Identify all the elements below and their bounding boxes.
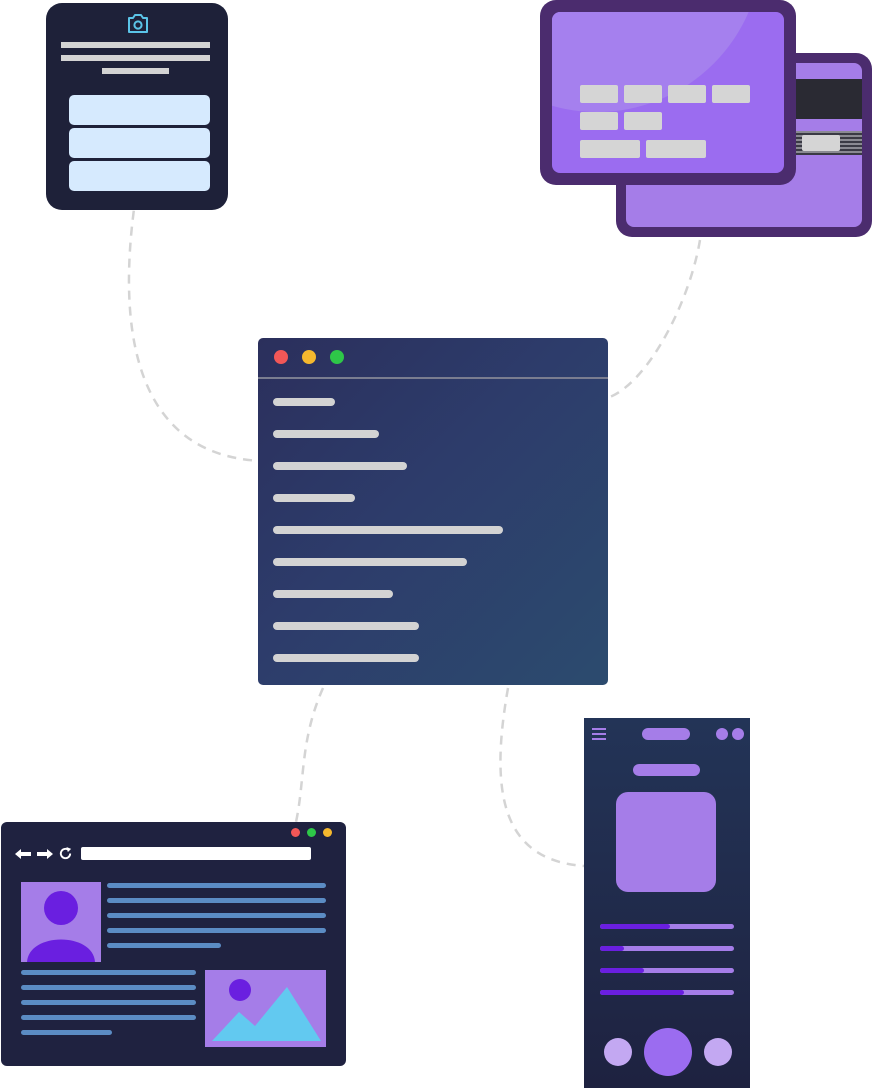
credit-card-front bbox=[540, 0, 796, 185]
close-dot[interactable] bbox=[291, 828, 300, 837]
input-field[interactable] bbox=[69, 128, 210, 158]
card-holder-block bbox=[580, 140, 640, 158]
next-button[interactable] bbox=[704, 1038, 732, 1066]
browser-window bbox=[1, 822, 346, 1066]
camera-icon[interactable] bbox=[126, 13, 150, 34]
text-line bbox=[21, 1015, 196, 1020]
card-number-block bbox=[580, 112, 618, 130]
play-button[interactable] bbox=[644, 1028, 692, 1076]
media-placeholder bbox=[616, 792, 716, 892]
placeholder-text-line bbox=[61, 55, 210, 61]
connector-code-to-phone bbox=[499, 687, 585, 868]
progress-track bbox=[600, 968, 734, 973]
code-line bbox=[273, 462, 407, 470]
progress-track bbox=[600, 990, 734, 995]
hamburger-menu-icon[interactable] bbox=[592, 728, 606, 740]
cvv-box bbox=[802, 135, 840, 151]
back-arrow-icon[interactable] bbox=[14, 848, 32, 860]
maximize-dot[interactable] bbox=[330, 350, 344, 364]
mobile-phone bbox=[584, 718, 750, 1088]
address-bar[interactable] bbox=[81, 847, 311, 860]
user-icon bbox=[27, 891, 95, 962]
connector-cards-to-code bbox=[609, 239, 702, 399]
progress-fill bbox=[600, 924, 670, 929]
card-number-block bbox=[580, 85, 618, 103]
code-line bbox=[273, 526, 503, 534]
text-line bbox=[107, 898, 326, 903]
text-line bbox=[21, 985, 196, 990]
code-editor-window bbox=[258, 338, 608, 685]
header-dot[interactable] bbox=[716, 728, 728, 740]
maximize-dot[interactable] bbox=[307, 828, 316, 837]
progress-fill bbox=[600, 968, 645, 973]
refresh-icon[interactable] bbox=[58, 846, 73, 861]
connector-code-to-browser bbox=[294, 687, 325, 823]
image-thumbnail bbox=[205, 970, 326, 1047]
placeholder-text-line bbox=[61, 42, 210, 48]
card-number-block bbox=[712, 85, 750, 103]
code-line bbox=[273, 494, 355, 502]
progress-fill bbox=[600, 990, 685, 995]
connector-login-to-code bbox=[127, 194, 263, 463]
placeholder-text-line bbox=[102, 68, 169, 74]
text-line bbox=[107, 913, 326, 918]
progress-track bbox=[600, 946, 734, 951]
code-line bbox=[273, 622, 419, 630]
forward-arrow-icon[interactable] bbox=[36, 848, 54, 860]
subtitle-pill bbox=[633, 764, 700, 776]
code-line bbox=[273, 398, 335, 406]
text-line bbox=[21, 1030, 112, 1035]
text-line bbox=[21, 970, 196, 975]
card-number-block bbox=[624, 85, 662, 103]
card-number-block bbox=[668, 85, 706, 103]
card-expiry-block bbox=[646, 140, 706, 158]
input-field[interactable] bbox=[69, 95, 210, 125]
header-title-pill bbox=[642, 728, 690, 740]
title-bar-divider bbox=[258, 377, 608, 379]
header-dot[interactable] bbox=[732, 728, 744, 740]
login-card bbox=[46, 3, 228, 210]
text-line bbox=[21, 1000, 196, 1005]
card-number-block bbox=[624, 112, 662, 130]
avatar bbox=[21, 882, 101, 962]
text-line bbox=[107, 883, 326, 888]
text-line bbox=[107, 928, 326, 933]
progress-track bbox=[600, 924, 734, 929]
image-icon bbox=[212, 979, 321, 1041]
text-line bbox=[107, 943, 221, 948]
minimize-dot[interactable] bbox=[323, 828, 332, 837]
code-line bbox=[273, 430, 379, 438]
code-line bbox=[273, 590, 393, 598]
code-line bbox=[273, 558, 467, 566]
code-line bbox=[273, 654, 419, 662]
progress-fill bbox=[600, 946, 625, 951]
input-field[interactable] bbox=[69, 161, 210, 191]
close-dot[interactable] bbox=[274, 350, 288, 364]
previous-button[interactable] bbox=[604, 1038, 632, 1066]
minimize-dot[interactable] bbox=[302, 350, 316, 364]
